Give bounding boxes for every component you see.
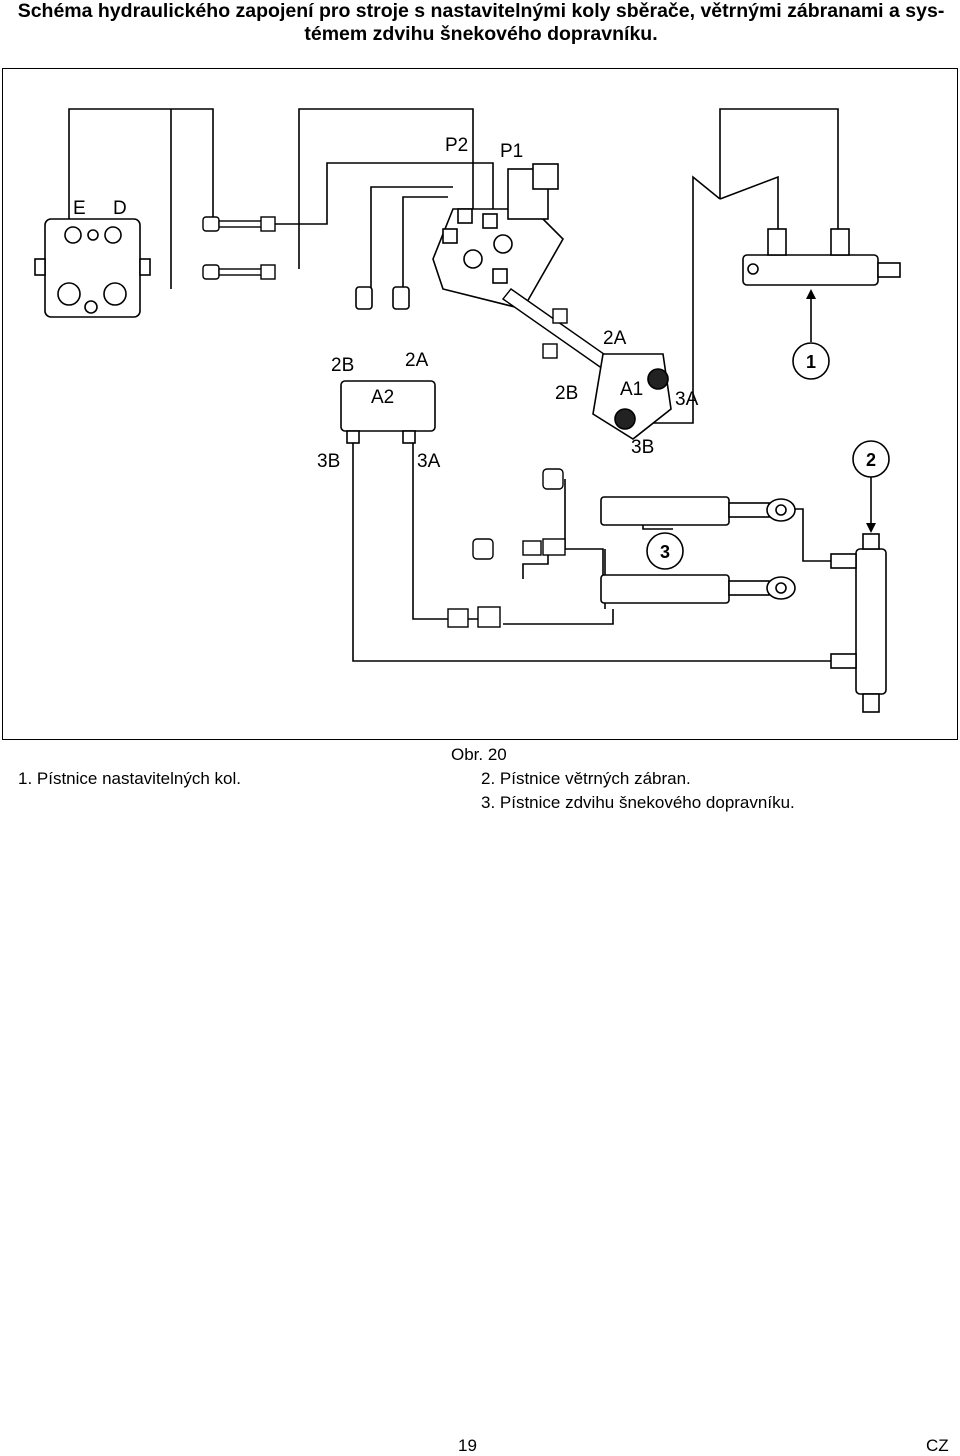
callout-2-label: 2 bbox=[866, 450, 876, 470]
port-label-e: E bbox=[73, 198, 86, 219]
valve-a1-label: A1 bbox=[620, 379, 643, 400]
a1-port-3b: 3B bbox=[631, 437, 654, 458]
distributor-block bbox=[34, 218, 151, 318]
title-line-2: témem zdvihu šnekového dopravníku. bbox=[304, 23, 658, 45]
valve-a2-label: A2 bbox=[371, 387, 394, 408]
title-line-1: Schéma hydraulického zapojení pro stroje… bbox=[17, 0, 945, 22]
hydraulic-diagram-frame: E D P2 P1 bbox=[2, 68, 958, 740]
caption-item-2: 2. Pístnice větrných zábran. bbox=[481, 769, 691, 788]
callout-3-label: 3 bbox=[660, 542, 670, 562]
caption-item-1: 1. Pístnice nastavitelných kol. bbox=[18, 769, 242, 788]
callout-1-label: 1 bbox=[806, 352, 816, 372]
hydraulic-diagram: E D P2 P1 bbox=[34, 108, 901, 713]
cylinder-3-upper bbox=[600, 496, 796, 526]
figure-number: Obr. 20 bbox=[451, 745, 507, 764]
pipe-to-a1 bbox=[501, 288, 613, 370]
cylinder-2 bbox=[830, 533, 887, 713]
valve-a1 bbox=[592, 353, 672, 440]
page-title: Schéma hydraulického zapojení pro stroje… bbox=[10, 0, 952, 46]
fittings-cylinder-3 bbox=[447, 468, 566, 628]
callout-1: 1 bbox=[792, 289, 830, 380]
a2-port-2b: 2B bbox=[331, 355, 354, 376]
page-number: 19 bbox=[458, 1436, 477, 1455]
a1-port-3a: 3A bbox=[675, 389, 699, 410]
port-label-d: D bbox=[113, 198, 127, 219]
language-code: CZ bbox=[926, 1436, 949, 1455]
a1-port-2a: 2A bbox=[603, 328, 627, 349]
valve-block-main bbox=[432, 163, 564, 310]
a1-port-2b: 2B bbox=[555, 383, 578, 404]
callout-2: 2 bbox=[852, 440, 890, 533]
cylinder-1 bbox=[742, 228, 901, 286]
caption-item-3: 3. Pístnice zdvihu šnekového dopravníku. bbox=[481, 793, 795, 812]
a2-port-3a: 3A bbox=[417, 451, 441, 472]
hose-fittings-left bbox=[202, 216, 276, 280]
port-label-p2: P2 bbox=[445, 135, 468, 156]
cylinder-3-lower bbox=[600, 574, 796, 604]
a2-port-3b: 3B bbox=[317, 451, 340, 472]
valve-a2 bbox=[340, 286, 436, 444]
a2-port-2a: 2A bbox=[405, 350, 429, 371]
callout-3: 3 bbox=[646, 532, 684, 570]
port-label-p1: P1 bbox=[500, 141, 523, 162]
